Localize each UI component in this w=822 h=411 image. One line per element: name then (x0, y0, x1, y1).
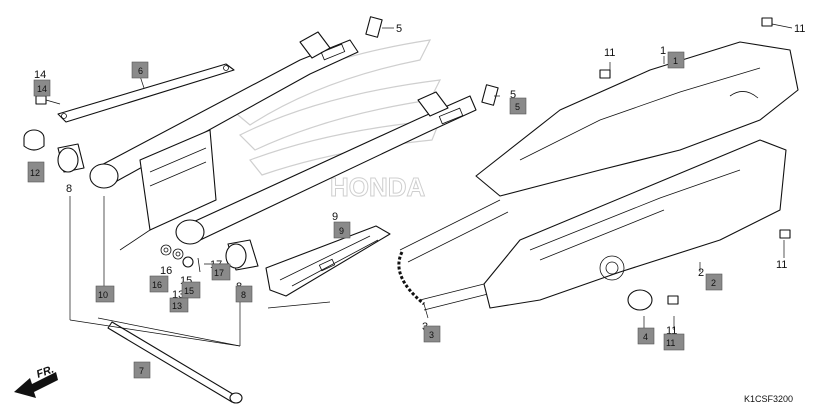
part-11-bolt (599, 17, 791, 305)
part-2-chain-guard-lower (483, 139, 787, 309)
box-13: 13 (172, 301, 182, 311)
part-12-bushing (23, 129, 85, 173)
part-16-washer (160, 244, 172, 256)
callout-11c: 11 (776, 259, 787, 271)
ghost-logo: HONDA (231, 39, 442, 203)
leader-lines (39, 23, 793, 347)
box-2: 2 (711, 278, 716, 288)
box-3: 3 (429, 330, 434, 340)
callout-11d: 11 (666, 325, 677, 337)
box-6: 6 (138, 66, 143, 76)
callout-8a: 8 (66, 183, 72, 195)
callout-14: 14 (34, 69, 46, 81)
part-13-washer (172, 248, 184, 260)
part-6-link-bar (57, 63, 235, 123)
box-14: 14 (37, 84, 47, 94)
box-1: 1 (673, 56, 678, 66)
box-7: 7 (139, 366, 144, 376)
part-7-pivot-bolt (107, 321, 243, 404)
callout-boxes: 14 6 12 10 16 15 13 17 8 9 7 5 1 2 3 4 1 (27, 51, 723, 379)
callout-5b: 5 (510, 89, 516, 101)
box-4: 4 (643, 332, 648, 342)
part-4-cap (627, 289, 653, 311)
front-arrow: FR. (14, 363, 58, 398)
box-11: 11 (666, 338, 675, 348)
box-8: 8 (241, 290, 246, 300)
box-17: 17 (214, 268, 224, 278)
box-5: 5 (515, 102, 520, 112)
part-14-bolt (35, 95, 61, 105)
part-15-nut (182, 256, 194, 268)
box-9: 9 (339, 226, 344, 236)
callout-2: 2 (698, 267, 704, 279)
ghost-logo-text: HONDA (330, 172, 426, 202)
callout-1: 1 (660, 45, 666, 57)
callout-11b: 11 (794, 23, 805, 35)
diagram-code: K1CSF3200 (744, 394, 793, 404)
box-12: 12 (30, 168, 40, 178)
callout-16: 16 (160, 265, 172, 277)
part-1-chain-case-upper (475, 41, 799, 197)
callout-5a: 5 (396, 23, 402, 35)
part-5-clip (365, 16, 499, 106)
part-10-swingarm (89, 31, 477, 251)
box-16: 16 (152, 280, 162, 290)
part-9-chain-slider (265, 225, 391, 297)
box-15: 15 (184, 286, 194, 296)
part-8-bushing (225, 239, 259, 271)
part-17-pin (197, 257, 201, 273)
front-marker-text: FR. (35, 363, 56, 380)
box-10: 10 (98, 290, 108, 300)
callout-9: 9 (332, 211, 338, 223)
callout-11a: 11 (604, 47, 615, 59)
